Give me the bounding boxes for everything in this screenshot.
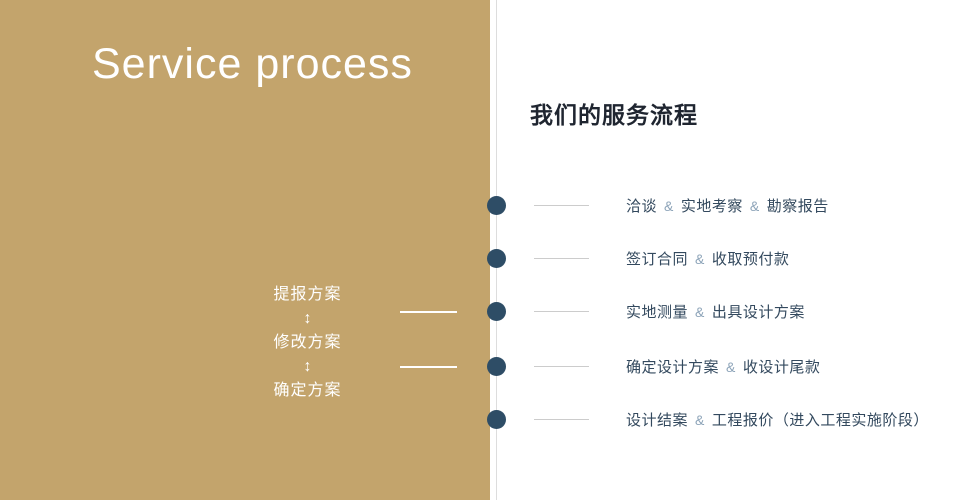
timeline-dot (487, 357, 506, 376)
timeline-dot (487, 410, 506, 429)
step-text-part: 洽谈 (626, 198, 658, 215)
step-label: 设计结案&工程报价（进入工程实施阶段） (626, 409, 929, 430)
ampersand: & (695, 304, 705, 320)
step-row: 确定设计方案&收设计尾款 (487, 357, 820, 376)
step-label: 实地测量&出具设计方案 (626, 301, 805, 322)
step-row: 签订合同&收取预付款 (487, 249, 789, 268)
ampersand: & (695, 251, 705, 267)
step-text-part: 工程报价（进入工程实施阶段） (711, 412, 929, 429)
step-text-part: 确定设计方案 (626, 359, 720, 376)
step-text-part: 收取预付款 (711, 251, 790, 268)
step-label: 确定设计方案&收设计尾款 (626, 356, 820, 377)
timeline-dot (487, 196, 506, 215)
ampersand: & (726, 359, 736, 375)
loop-item-submit-plan: 提报方案 (273, 286, 342, 303)
ampersand: & (695, 412, 705, 428)
section-heading: 我们的服务流程 (530, 102, 698, 128)
dot-connector-line (534, 419, 589, 420)
dot-connector-line (534, 258, 589, 259)
timeline-dot (487, 302, 506, 321)
step-row: 洽谈&实地考察&勘察报告 (487, 196, 829, 215)
timeline-dot (487, 249, 506, 268)
left-panel: Service process 提报方案 ↕ 修改方案 ↕ 确定方案 (0, 0, 490, 500)
step-label: 签订合同&收取预付款 (626, 248, 789, 269)
up-down-arrow-icon: ↕ (303, 358, 312, 375)
loop-connector-line (400, 366, 457, 368)
loop-item-revise-plan: 修改方案 (273, 334, 342, 351)
dot-connector-line (534, 366, 589, 367)
step-text-part: 签订合同 (626, 251, 689, 268)
step-text-part: 设计结案 (626, 412, 689, 429)
step-row: 实地测量&出具设计方案 (487, 302, 805, 321)
up-down-arrow-icon: ↕ (303, 310, 312, 327)
loop-connector-line (400, 311, 457, 313)
loop-item-confirm-plan: 确定方案 (273, 382, 342, 399)
step-text-part: 收设计尾款 (742, 359, 821, 376)
ampersand: & (664, 198, 674, 214)
step-text-part: 实地考察 (680, 198, 743, 215)
dot-connector-line (534, 311, 589, 312)
step-row: 设计结案&工程报价（进入工程实施阶段） (487, 410, 929, 429)
step-text-part: 实地测量 (626, 304, 689, 321)
ampersand: & (749, 198, 760, 214)
dot-connector-line (534, 205, 589, 206)
step-text-part: 出具设计方案 (711, 304, 805, 321)
step-text-part: 勘察报告 (766, 198, 829, 215)
step-label: 洽谈&实地考察&勘察报告 (626, 195, 829, 216)
plan-revision-loop: 提报方案 ↕ 修改方案 ↕ 确定方案 (240, 284, 375, 402)
slide-title: Service process (92, 40, 413, 88)
